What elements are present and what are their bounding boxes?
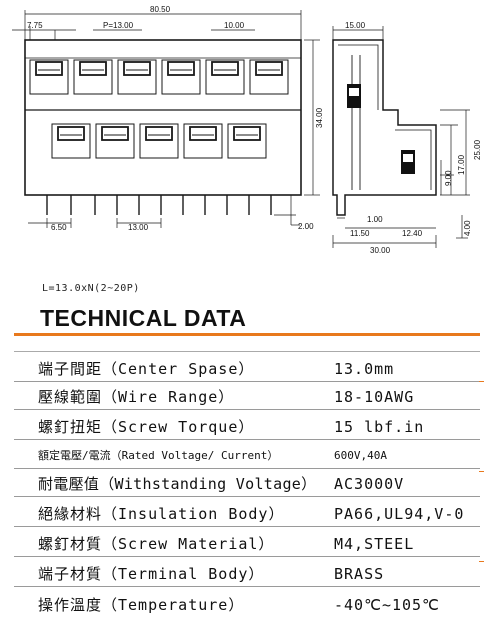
spec-row-temperature: 操作溫度（Temperature） -40℃~105℃: [38, 592, 478, 618]
spec-row-terminal-body: 端子材質（Terminal Body） BRASS: [14, 561, 480, 587]
dim-lead-bottom: 6.50: [51, 223, 67, 232]
spec-row-screw-torque: 螺釘扭矩（Screw Torque） 15 lbf.in: [14, 414, 480, 440]
spec-label: 絕緣材料（Insulation Body）: [38, 505, 285, 523]
spec-value: AC3000V: [334, 475, 405, 493]
dim-pitch-top: 10.00: [224, 21, 245, 30]
spec-label: 螺釘材質（Screw Material）: [38, 535, 275, 553]
dim-side-top: 15.00: [345, 21, 366, 30]
spec-row-screw-material: 螺釘材質（Screw Material） M4,STEEL: [14, 531, 480, 557]
dim-pin-length: 2.00: [298, 222, 314, 231]
spec-label: 端子材質（Terminal Body）: [38, 565, 265, 583]
dim-side-25: 25.00: [473, 139, 482, 160]
spec-value: 13.0mm: [334, 360, 395, 378]
spec-value: M4,STEEL: [334, 535, 415, 553]
spec-value: 15 lbf.in: [334, 418, 425, 436]
bottom-terminal-row: [51, 123, 267, 159]
dim-side-1240: 12.40: [402, 229, 423, 238]
spec-value: -40℃~105℃: [334, 596, 440, 614]
spec-label: 額定電壓/電流（Rated Voltage/ Current）: [38, 449, 279, 462]
spec-row-wire-range: 壓線範圍（Wire Range） 18-10AWG: [14, 384, 480, 410]
spec-row-center-spase: 端子間距（Center Spase） 13.0mm: [14, 356, 480, 382]
spec-label: 耐電壓值（Withstanding Voltage）: [38, 475, 317, 493]
spec-row-insulation-body: 絕緣材料（Insulation Body） PA66,UL94,V-0: [14, 501, 480, 527]
dim-side-4: 4.00: [463, 220, 472, 236]
dim-pitch: P=13.00: [103, 21, 134, 30]
spec-label: 操作溫度（Temperature）: [38, 596, 245, 614]
spec-row-withstanding-voltage: 耐電壓值（Withstanding Voltage） AC3000V: [14, 471, 480, 497]
spec-value: 600V,40A: [334, 449, 387, 462]
spec-value: 18-10AWG: [334, 388, 415, 406]
dim-height-main: 34.00: [315, 107, 324, 128]
heading-rule: [14, 333, 480, 336]
spec-value: BRASS: [334, 565, 385, 583]
table-top-rule: [14, 351, 480, 352]
dim-pin-1: 1.00: [367, 215, 383, 224]
dim-side-1150: 11.50: [350, 229, 370, 238]
spec-label: 壓線範圍（Wire Range）: [38, 388, 235, 406]
spec-label: 端子間距（Center Spase）: [38, 360, 255, 378]
dim-pitch-bottom: 13.00: [128, 223, 149, 232]
dim-end-offset: 7.75: [27, 21, 43, 30]
spec-value: PA66,UL94,V-0: [334, 505, 465, 523]
front-body-outline: [24, 39, 302, 196]
dim-side-9: 9.00: [444, 170, 453, 186]
dim-total: 80.50: [150, 5, 171, 14]
dim-side-17: 17.00: [457, 154, 466, 175]
top-terminal-row: [29, 59, 289, 95]
dim-side-30: 30.00: [370, 246, 391, 255]
spec-label: 螺釘扭矩（Screw Torque）: [38, 418, 255, 436]
front-pins: [46, 195, 272, 215]
side-view-profile: [332, 39, 437, 216]
length-formula: L=13.0xN(2~20P): [42, 283, 140, 294]
spec-row-rated-voltage: 額定電壓/電流（Rated Voltage/ Current） 600V,40A: [14, 443, 480, 469]
technical-drawing: 80.50 7.75 P=13.00 10.00 6.50 13.00 2.00…: [12, 5, 482, 255]
section-heading: TECHNICAL DATA: [40, 305, 247, 331]
